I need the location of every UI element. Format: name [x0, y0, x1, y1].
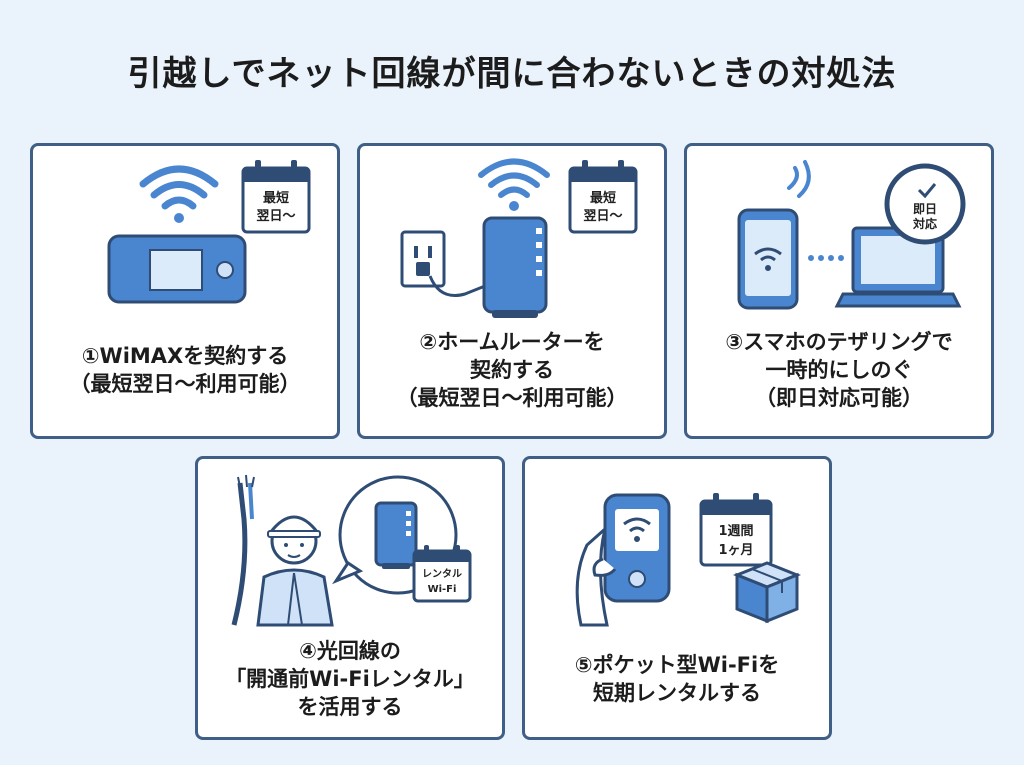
calendar-text-1: レンタル: [422, 568, 462, 580]
signal-waves: [787, 160, 811, 198]
home-router-icon: [482, 216, 548, 318]
calendar-icon: 最短 翌日〜: [568, 160, 638, 234]
smartphone-icon: [737, 208, 799, 310]
home-router-icon: [374, 501, 418, 569]
calendar-text-2: 翌日〜: [256, 209, 295, 224]
card-fiber-rental-label: ④光回線の 「開通前Wi-Fiレンタル」 を活用する: [225, 639, 475, 719]
power-cable: [428, 275, 486, 297]
package-box-icon: [732, 561, 802, 624]
page-title: 引越しでネット回線が間に合わないときの対処法: [127, 54, 897, 94]
card-home-router-label: ②ホームルーターを 契約する （最短翌日〜利用可能）: [396, 330, 628, 410]
calendar-text-2: Wi-Fi: [428, 584, 457, 595]
calendar-icon: 1週間 1ヶ月: [699, 493, 773, 567]
card-home-router-illustration: 最短 翌日〜: [400, 158, 638, 318]
card-wimax-illustration: 最短 翌日〜: [107, 160, 311, 304]
calendar-text-1: 最短: [263, 190, 289, 206]
card-pocket-wifi-label: ⑤ポケット型Wi-Fiを 短期レンタルする: [574, 653, 780, 705]
card-pocket-wifi: 1週間 1ヶ月 ⑤ポケット型Wi-Fiを 短期レンタルする: [522, 456, 832, 740]
card-tethering: 即日 対応 ③スマホのテザリングで 一時的にしのぐ （即日対応可能）: [684, 143, 994, 439]
cable-icon: [231, 474, 255, 626]
calendar-text-1: 最短: [590, 190, 616, 206]
calendar-text-2: 翌日〜: [583, 209, 622, 224]
card-fiber-rental-illustration: レンタル Wi-Fi: [231, 474, 472, 627]
wifi-signal-icon: [478, 158, 550, 211]
clock-text-2: 対応: [912, 216, 937, 231]
calendar-text-1: 1週間: [718, 524, 753, 539]
calendar-icon: レンタル Wi-Fi: [412, 545, 472, 603]
calendar-icon: 最短 翌日〜: [241, 160, 311, 234]
card-tethering-illustration: 即日 対応: [737, 160, 966, 310]
wifi-signal-icon: [139, 165, 219, 223]
technician-icon: [256, 515, 334, 627]
card-wimax-label: ①WiMAXを契約する （最短翌日〜利用可能）: [69, 344, 301, 396]
power-outlet-icon: [400, 230, 446, 288]
card-pocket-wifi-illustration: 1週間 1ヶ月: [575, 493, 802, 627]
clock-text-1: 即日: [913, 202, 937, 216]
clock-icon: 即日 対応: [884, 163, 966, 245]
calendar-text-2: 1ヶ月: [718, 543, 753, 558]
card-fiber-rental: レンタル Wi-Fi ④光回線の 「開通前Wi-Fiレンタル」 を活用する: [195, 456, 505, 740]
card-home-router: 最短 翌日〜 ②ホームルーターを 契約する （最短翌日〜利用可能）: [357, 143, 667, 439]
dotted-connection: [808, 255, 844, 261]
hand-phone-icon: [575, 493, 671, 627]
card-wimax: 最短 翌日〜 ①WiMAXを契約する （最短翌日〜利用可能）: [30, 143, 340, 439]
wimax-router-icon: [107, 234, 247, 304]
card-tethering-label: ③スマホのテザリングで 一時的にしのぐ （即日対応可能）: [725, 330, 953, 410]
